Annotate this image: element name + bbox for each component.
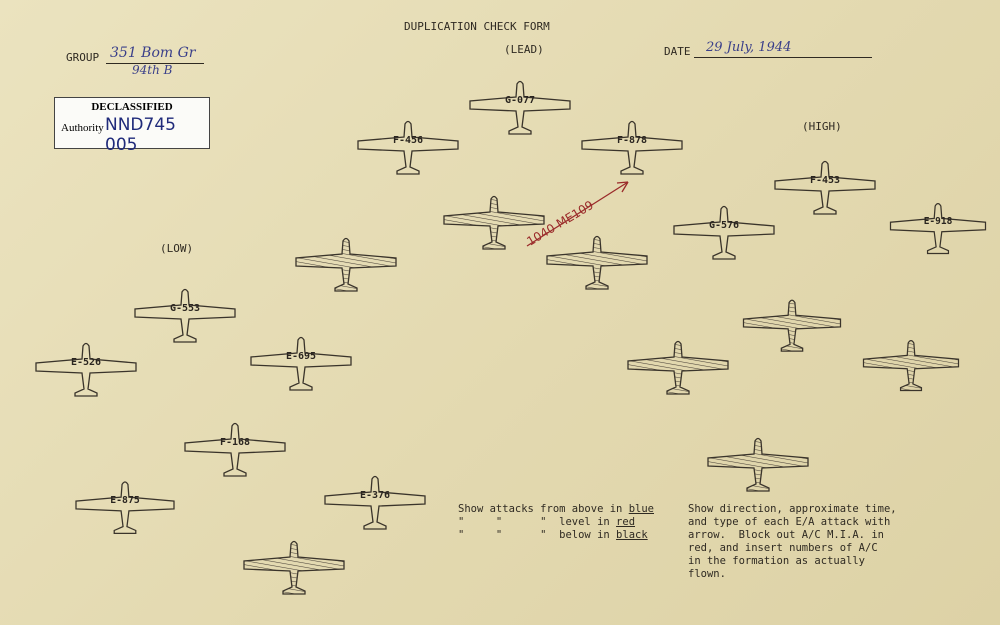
stamp-title: DECLASSIFIED [91, 101, 173, 113]
aircraft-outline [627, 340, 729, 395]
section-low-label: (LOW) [160, 242, 194, 255]
aircraft-high-6 [862, 340, 960, 392]
aircraft-outline [707, 437, 809, 492]
aircraft-high-2: G-576 [673, 205, 775, 260]
aircraft-outline [546, 235, 648, 290]
aircraft-low-7 [243, 540, 345, 595]
aircraft-outline [243, 540, 345, 595]
aircraft-low-6: E-376 [324, 475, 426, 530]
date-underline [694, 57, 872, 58]
aircraft-label: F-168 [220, 437, 250, 448]
aircraft-outline [581, 120, 683, 175]
aircraft-label: F-453 [810, 175, 840, 186]
aircraft-low-3: E-695 [250, 336, 352, 391]
stamp-authority-value: NND745 005 [105, 115, 176, 155]
aircraft-high-1: F-453 [774, 160, 876, 215]
aircraft-outline [134, 288, 236, 343]
attack-arrow [526, 181, 629, 247]
aircraft-outline [469, 80, 571, 135]
aircraft-outline [889, 203, 987, 255]
aircraft-outline [250, 336, 352, 391]
aircraft-label: G-576 [709, 220, 739, 231]
date-label: DATE [664, 45, 691, 58]
legend-text: Show attacks from above in blue " " " le… [458, 503, 654, 542]
aircraft-label: F-456 [393, 135, 423, 146]
aircraft-low-4: F-168 [184, 422, 286, 477]
aircraft-label: G-553 [170, 303, 200, 314]
aircraft-outline [862, 340, 960, 392]
legend-line1: Show attacks from above in [458, 503, 623, 515]
aircraft-lead-1: G-077 [469, 80, 571, 135]
aircraft-outline [774, 160, 876, 215]
aircraft-outline [324, 475, 426, 530]
aircraft-outline [184, 422, 286, 477]
legend-color-blue: blue [628, 503, 654, 515]
aircraft-label: E-695 [286, 351, 316, 362]
aircraft-outline [75, 481, 175, 535]
group-underline [106, 63, 204, 64]
stamp-authority-label: Authority [61, 122, 104, 134]
aircraft-lead-2: F-456 [357, 120, 459, 175]
group-value: 351 Bom Gr [110, 45, 196, 61]
aircraft-outline [742, 299, 842, 352]
group-sub-value: 94th B [132, 63, 173, 77]
section-lead-label: (LEAD) [504, 43, 544, 56]
instructions-text: Show direction, approximate time, and ty… [688, 503, 897, 580]
legend-color-red: red [616, 516, 636, 528]
aircraft-outline [295, 237, 397, 292]
aircraft-low-5: E-875 [75, 481, 175, 535]
form-title: DUPLICATION CHECK FORM [404, 20, 550, 33]
date-value: 29 July, 1944 [706, 40, 792, 55]
section-high-label: (HIGH) [802, 120, 842, 133]
aircraft-low-1: G-553 [134, 288, 236, 343]
aircraft-high-3: E-918 [889, 203, 987, 255]
legend-color-black: black [616, 529, 648, 541]
legend-line2: " " " level in [458, 516, 610, 528]
aircraft-label: E-526 [71, 357, 101, 368]
aircraft-label: F-878 [617, 135, 647, 146]
declassified-stamp: DECLASSIFIED Authority NND745 005 [54, 97, 210, 155]
aircraft-label: G-077 [505, 95, 535, 106]
aircraft-low-2: E-526 [35, 342, 137, 397]
aircraft-lead-3: F-878 [581, 120, 683, 175]
aircraft-label: E-376 [360, 490, 390, 501]
aircraft-lead-5 [295, 237, 397, 292]
aircraft-lead-6 [546, 235, 648, 290]
aircraft-high-7 [707, 437, 809, 492]
aircraft-high-4 [742, 299, 842, 352]
aircraft-outline [357, 120, 459, 175]
aircraft-high-5 [627, 340, 729, 395]
group-label: GROUP [66, 51, 100, 64]
aircraft-label: E-875 [110, 495, 140, 506]
aircraft-label: E-918 [924, 216, 953, 227]
legend-line3: " " " below in [458, 529, 610, 541]
aircraft-outline [35, 342, 137, 397]
aircraft-outline [673, 205, 775, 260]
